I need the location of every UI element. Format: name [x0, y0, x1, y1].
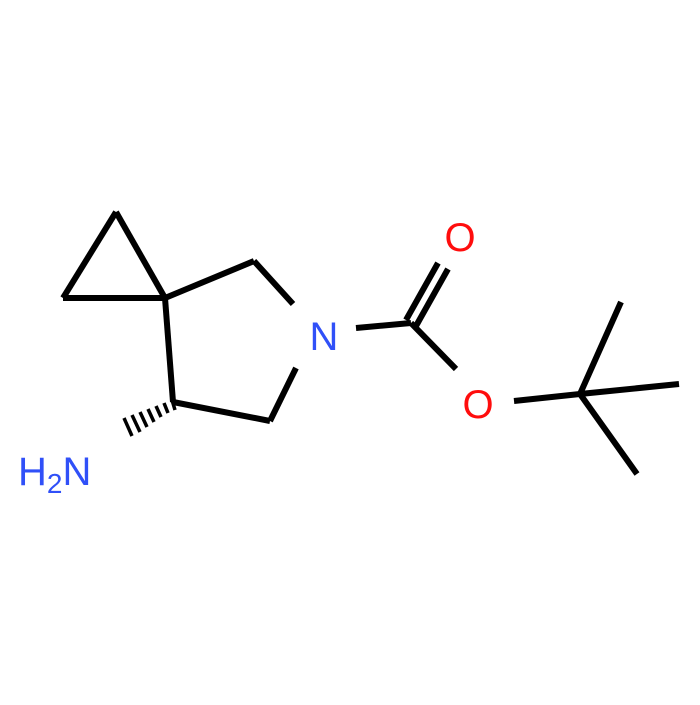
ester-oxygen-label: O	[462, 383, 493, 427]
bond-cyclopropane-right	[113, 210, 168, 300]
bond-n-to-ch2-bottom	[267, 366, 299, 423]
bond-tbu-methyl-down	[577, 392, 640, 476]
amine-hydrogen-count: 2	[47, 468, 63, 499]
hashed-wedge-bond	[122, 399, 177, 437]
bond-carbonyl-double-a	[403, 261, 441, 322]
bond-tbu-methyl-right	[579, 381, 680, 397]
amine-group-label: H2N	[18, 450, 91, 499]
carbonyl-oxygen-label: O	[444, 216, 475, 260]
bonds	[60, 210, 680, 476]
bond-carbonyl-double-b	[413, 267, 451, 328]
amine-hydrogen-symbol: H	[18, 450, 47, 494]
bond-ester-o-to-tbu	[513, 391, 581, 404]
bond-cyclopropane-top-left	[60, 210, 119, 300]
bond-carbonyl-to-ester-o	[408, 320, 459, 372]
bond-chnh2-to-spiro	[162, 297, 176, 403]
nitrogen-atom-label: N	[310, 315, 339, 359]
bond-spiro-to-ch2-top	[163, 258, 256, 301]
bond-n-to-carbonyl	[355, 320, 412, 331]
bond-ch2-bottom-to-chnh2	[172, 399, 271, 424]
amine-nitrogen-symbol: N	[62, 450, 91, 494]
bond-tbu-methyl-up	[577, 300, 624, 396]
bond-ch2-top-to-n	[251, 258, 296, 307]
